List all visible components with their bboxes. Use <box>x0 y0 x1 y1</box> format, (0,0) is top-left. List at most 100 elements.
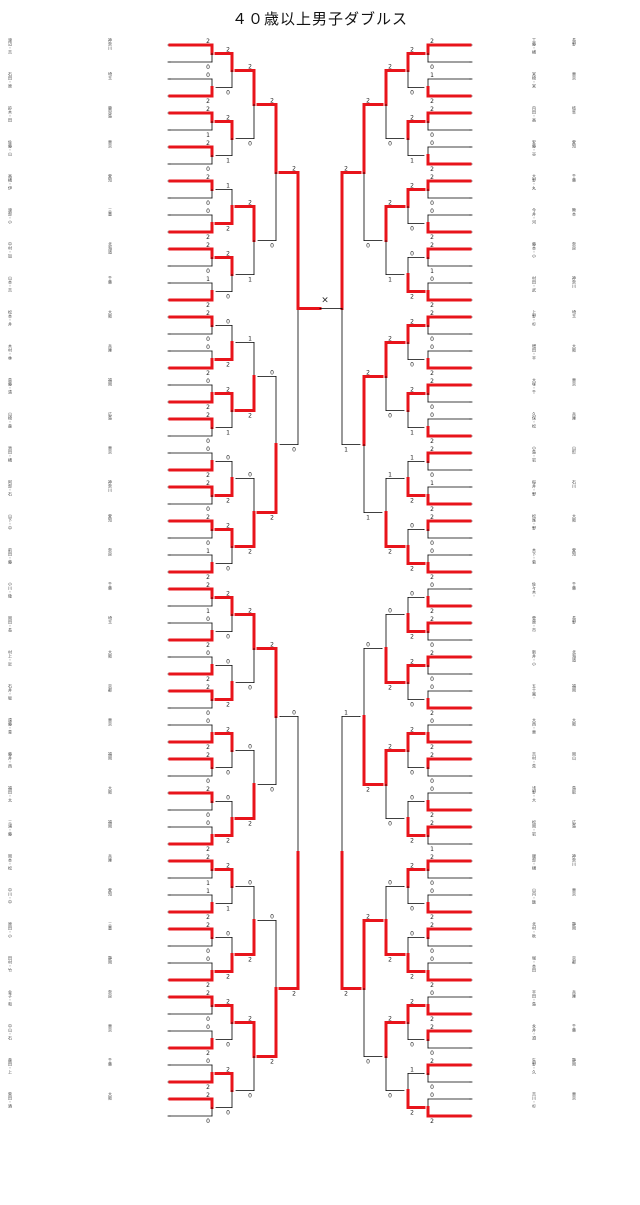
left-score: 2 <box>206 174 210 181</box>
right-score: 0 <box>430 948 434 955</box>
right-score: 0 <box>430 208 434 215</box>
right-score: 1 <box>410 455 414 462</box>
team-entry: 渡部・小林三重 <box>4 208 154 224</box>
team-players: 田村・竹内 <box>8 956 12 972</box>
team-prefecture: 兵庫 <box>108 854 112 862</box>
left-score: 2 <box>206 846 210 853</box>
right-score: 2 <box>430 574 434 581</box>
right-score: 0 <box>410 702 414 709</box>
team-entry: 桜井・野口石川 <box>468 480 618 496</box>
team-prefecture: 神奈川 <box>572 276 576 288</box>
team-players: 宮崎・宮本 <box>532 72 536 88</box>
right-score: 2 <box>410 999 414 1006</box>
right-score: 2 <box>430 1016 434 1023</box>
left-score: 2 <box>206 582 210 589</box>
left-score: 0 <box>226 294 230 301</box>
team-entry: 石井・坂本京都 <box>4 684 154 700</box>
team-prefecture: 東京 <box>572 1092 576 1100</box>
left-score: 2 <box>206 140 210 147</box>
right-score: 0 <box>430 336 434 343</box>
right-score: 0 <box>410 226 414 233</box>
left-score: 0 <box>206 268 210 275</box>
team-players: 中山・石原 <box>8 1024 12 1040</box>
left-score: 2 <box>206 982 210 989</box>
right-score: 2 <box>410 498 414 505</box>
team-prefecture: 福岡 <box>108 752 112 760</box>
team-prefecture: 兵庫 <box>572 412 576 420</box>
left-score: 2 <box>206 480 210 487</box>
right-score: 2 <box>430 820 434 827</box>
team-players: 上野・杉山 <box>532 310 536 326</box>
left-score: 2 <box>206 642 210 649</box>
team-prefecture: 石川 <box>572 480 576 488</box>
right-score: 2 <box>366 914 370 921</box>
left-score: 2 <box>206 684 210 691</box>
team-players: 安藤・谷口 <box>532 140 536 156</box>
left-score: 2 <box>206 514 210 521</box>
right-score: 1 <box>430 480 434 487</box>
team-entry: 山崎・森広島 <box>4 412 154 428</box>
team-entry: 内田・高木岐阜 <box>468 106 618 122</box>
right-score: 2 <box>430 854 434 861</box>
team-players: 松尾・野村 <box>532 514 536 530</box>
team-entry: 藤本・小山奈良 <box>468 242 618 258</box>
right-score: 1 <box>430 846 434 853</box>
left-score: 2 <box>206 854 210 861</box>
team-players: 平田・島田 <box>532 990 536 1006</box>
left-score: 2 <box>248 413 252 420</box>
team-prefecture: 東京 <box>108 140 112 148</box>
left-score: 2 <box>206 752 210 759</box>
right-score: 2 <box>410 566 414 573</box>
left-score: 2 <box>206 38 210 45</box>
team-entry: 北村・秋山静岡 <box>468 922 618 938</box>
right-score: 2 <box>388 957 392 964</box>
left-score: 0 <box>206 208 210 215</box>
left-score: 2 <box>226 727 230 734</box>
left-score: 0 <box>226 659 230 666</box>
team-entry: 久保・松井兵庫 <box>468 412 618 428</box>
team-prefecture: 鹿児島 <box>108 106 112 118</box>
left-score: 2 <box>226 863 230 870</box>
team-entry: 大西・東大阪 <box>468 718 618 734</box>
right-score: 1 <box>344 710 348 717</box>
right-score: 0 <box>366 1059 370 1066</box>
team-prefecture: 大阪 <box>108 786 112 794</box>
team-prefecture: 鳥取 <box>572 786 576 794</box>
left-score: 0 <box>206 1024 210 1031</box>
team-entry: 菅原・市川長野 <box>468 616 618 632</box>
right-score: 2 <box>388 1016 392 1023</box>
team-entry: 矢野・久保田静岡 <box>468 1058 618 1074</box>
right-score: 2 <box>430 242 434 249</box>
right-score: 0 <box>410 523 414 530</box>
left-score: 2 <box>206 1092 210 1099</box>
team-entry: 中川・中野愛知 <box>4 888 154 904</box>
team-players: 鈴木・田中 <box>8 106 12 122</box>
team-prefecture: 神奈川 <box>108 38 112 50</box>
left-score: 2 <box>206 106 210 113</box>
team-players: 村上・近藤 <box>8 650 12 666</box>
right-score: 0 <box>366 243 370 250</box>
team-prefecture: 福岡 <box>108 820 112 828</box>
team-prefecture: 神奈川 <box>572 854 576 866</box>
team-prefecture: 長野 <box>572 616 576 624</box>
left-score: 0 <box>226 634 230 641</box>
team-entry: 木村・林兵庫 <box>4 344 154 360</box>
left-score: 0 <box>206 64 210 71</box>
left-score: 2 <box>206 786 210 793</box>
left-score: 2 <box>206 1050 210 1057</box>
left-score: 2 <box>226 387 230 394</box>
right-score: 2 <box>344 166 348 173</box>
left-score: 0 <box>270 914 274 921</box>
right-score: 2 <box>430 310 434 317</box>
left-score: 2 <box>226 47 230 54</box>
team-players: 浅野・大橋 <box>532 786 536 802</box>
team-entry: 岡本・松田兵庫 <box>4 854 154 870</box>
right-score: 2 <box>430 438 434 445</box>
team-entry: 田村・竹内静岡 <box>4 956 154 972</box>
left-score: 2 <box>248 200 252 207</box>
right-score: 2 <box>388 64 392 71</box>
right-score: 2 <box>430 446 434 453</box>
team-prefecture: 岡山 <box>572 752 576 760</box>
team-prefecture: 神奈川 <box>108 480 112 492</box>
